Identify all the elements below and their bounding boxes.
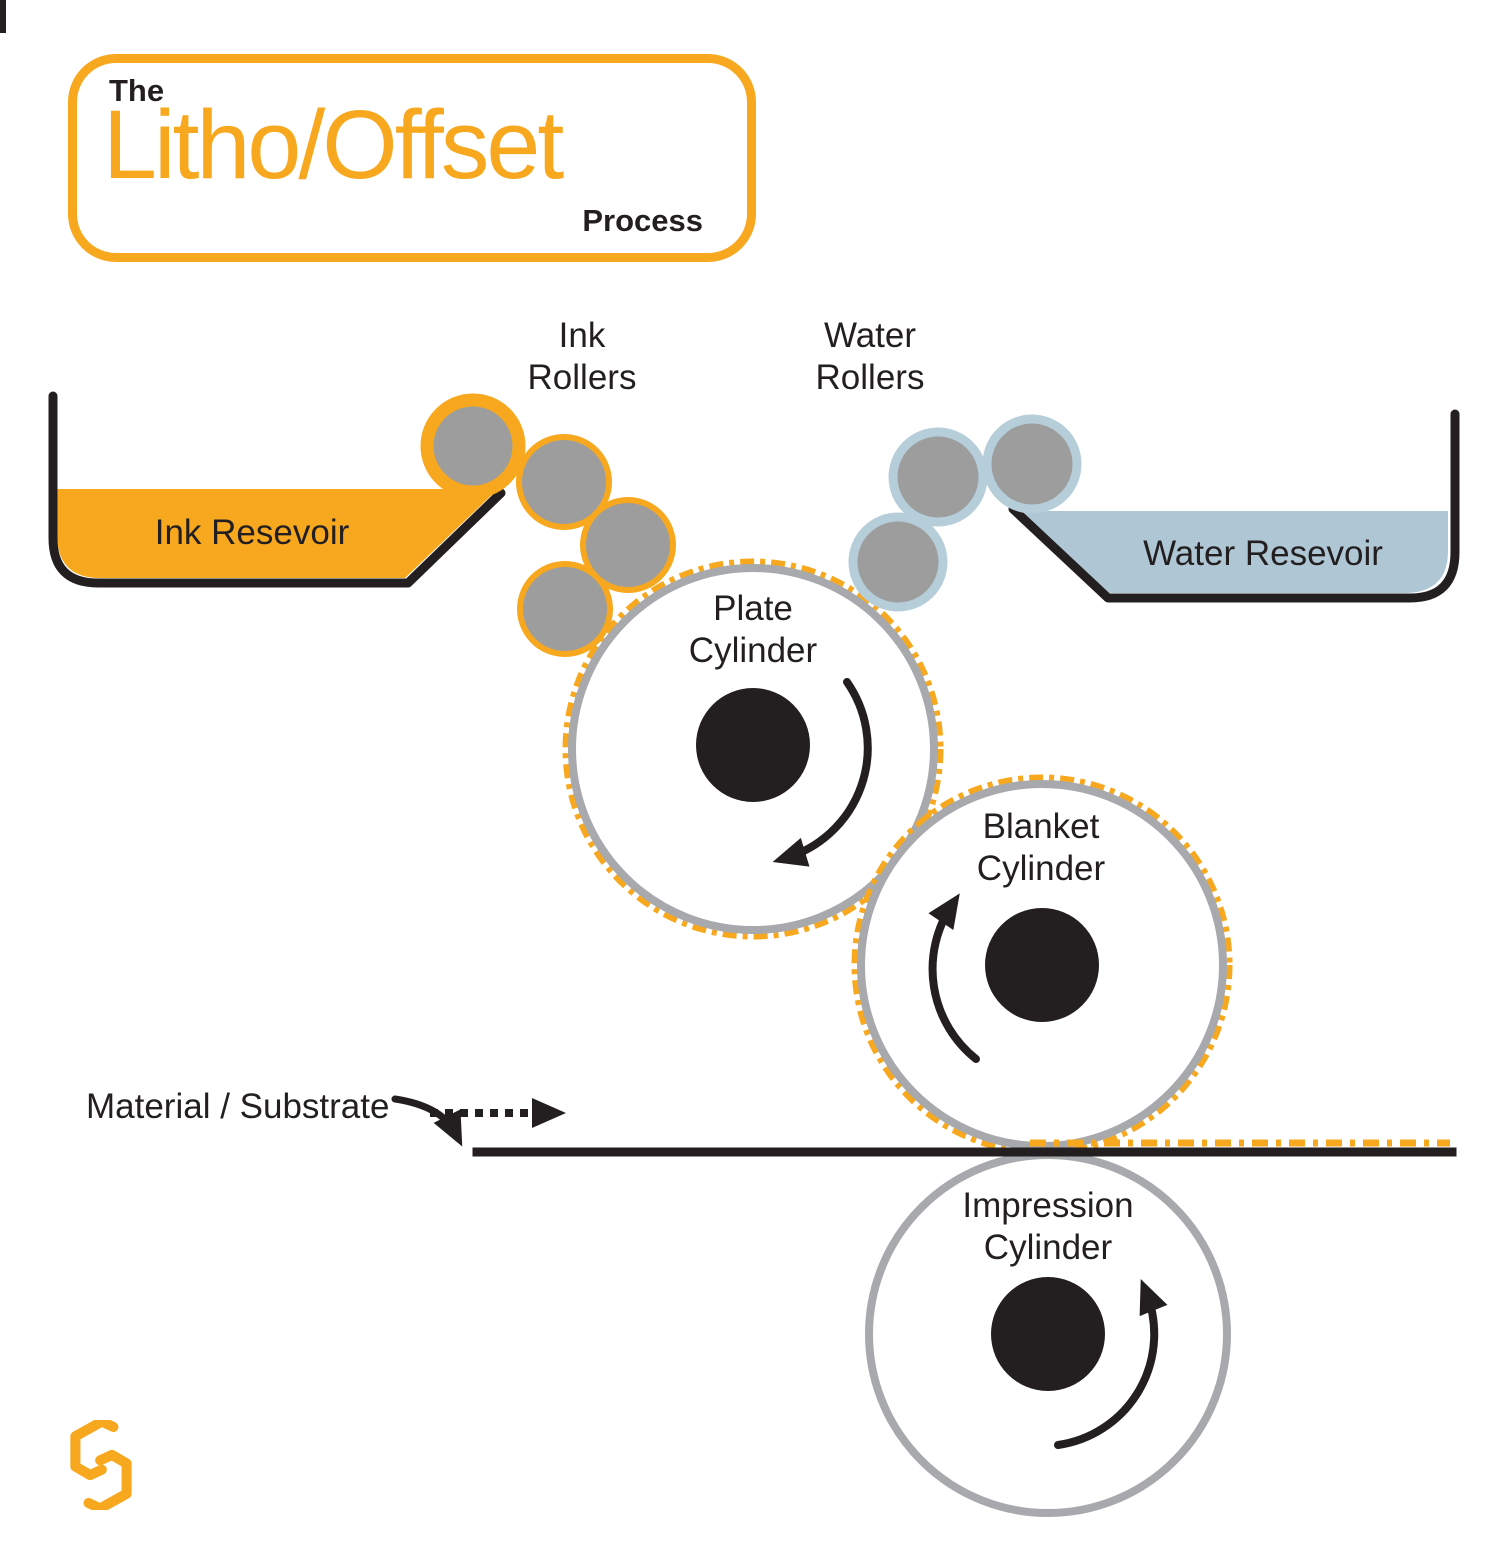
blanket-rotation-arrow	[928, 893, 980, 1063]
plate-cylinder-axle	[696, 688, 810, 802]
title-pre: The	[109, 73, 165, 108]
ink-reservoir-label: Ink Resevoir	[154, 513, 350, 552]
plate-rotation-arrow	[772, 678, 872, 867]
water-rollers	[848, 414, 1082, 612]
blanket-cylinder-label: Blanket Cylinder	[976, 807, 1106, 888]
ink-roller-1	[420, 393, 526, 499]
material-label-pointer	[391, 1095, 463, 1147]
page-corner-mark	[0, 0, 6, 33]
hexagon-s-logo-icon	[70, 1420, 132, 1510]
water-reservoir-fill	[1014, 511, 1448, 593]
material-substrate-label: Material / Substrate	[86, 1087, 390, 1126]
plate-cylinder-label: Plate Cylinder	[688, 589, 818, 670]
ink-roller-3	[580, 497, 676, 593]
water-rollers-label: Water Rollers	[815, 316, 925, 397]
ink-reservoir-outline	[48, 391, 506, 588]
water-reservoir-outline	[1008, 409, 1460, 603]
ink-rollers-label: Ink Rollers	[527, 316, 637, 397]
water-reservoir-label: Water Resevoir	[1143, 534, 1383, 573]
water-roller-2	[982, 414, 1082, 514]
impression-rotation-arrow	[1054, 1279, 1168, 1449]
water-roller-1	[888, 427, 988, 527]
ink-roller-2	[516, 434, 612, 530]
impression-cylinder-label: Impression Cylinder	[962, 1186, 1134, 1267]
ink-reservoir-fill	[57, 489, 498, 578]
title-sub: Process	[582, 203, 703, 238]
blanket-cylinder-dash-ring	[851, 774, 1233, 1156]
blanket-cylinder	[851, 774, 1233, 1156]
blanket-cylinder-axle	[985, 908, 1099, 1022]
title-box: The Litho/Offset Process	[68, 54, 756, 262]
plate-cylinder	[562, 558, 944, 940]
plate-cylinder-dash-ring	[562, 558, 944, 940]
water-roller-3	[848, 512, 948, 612]
page-title: Litho/Offset	[103, 90, 564, 199]
ink-roller-4	[517, 561, 613, 657]
ink-rollers	[420, 393, 676, 657]
impression-cylinder-axle	[991, 1277, 1105, 1391]
impression-cylinder	[865, 1151, 1231, 1517]
